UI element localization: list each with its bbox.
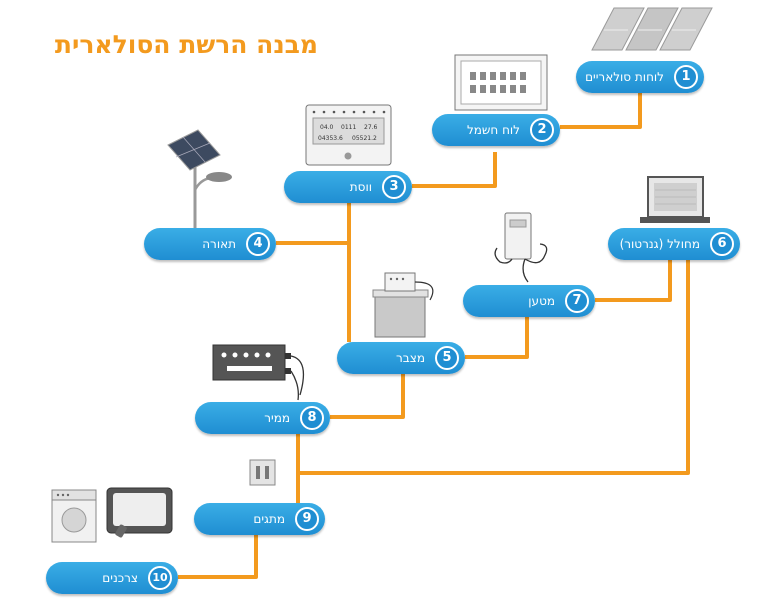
connection-lines (178, 92, 690, 579)
wall-switch-icon (249, 459, 276, 486)
node-number: 4 (246, 232, 270, 256)
node-label: צרכנים (102, 571, 138, 585)
node-number: 5 (435, 346, 459, 370)
street-light-icon (167, 129, 232, 232)
node-label: ווסת (349, 180, 372, 194)
node-label: תאורה (202, 237, 236, 251)
meter-value-4: 04353.6 (318, 135, 343, 142)
meter-value-1: 04.0 (320, 124, 334, 131)
solar-panels-icon (591, 7, 713, 51)
battery-icon (372, 272, 434, 338)
node-solar-panels: 1 לוחות סולאריים (576, 61, 704, 93)
node-consumers: 10 צרכנים (46, 562, 178, 594)
electrical-panel-icon (454, 54, 548, 111)
line-solar-to-panel (560, 92, 642, 129)
inverter-icon (212, 344, 305, 401)
node-number: 9 (295, 507, 319, 531)
node-charger: 7 מטען (463, 285, 595, 317)
node-electrical-panel: 2 לוח חשמל (432, 114, 560, 146)
charger-icon (494, 212, 548, 283)
node-switches: 9 מתגים (194, 503, 325, 535)
node-label: מצבר (396, 351, 425, 365)
meter-value-5: 05521.2 (352, 135, 377, 142)
meter-value-3: 27.6 (364, 124, 378, 131)
node-number: 8 (300, 406, 324, 430)
node-label: מחולל (גנרטור) (619, 237, 700, 251)
line-switches-to-consumers (178, 533, 258, 579)
meter-value-2: 0111 (341, 124, 356, 131)
television-icon (106, 487, 173, 538)
node-number: 3 (382, 175, 406, 199)
node-number: 2 (530, 118, 554, 142)
node-generator: 6 מחולל (גנרטור) (608, 228, 740, 260)
line-battery-to-inverter (330, 372, 405, 419)
washing-machine-icon (51, 489, 97, 543)
node-regulator: 3 ווסת (284, 171, 412, 203)
line-charger-to-battery (465, 315, 529, 359)
generator-icon (640, 176, 710, 223)
node-label: ממיר (264, 411, 290, 425)
line-charger-to-generator (595, 259, 672, 302)
node-number: 7 (565, 289, 589, 313)
page-title: מבנה הרשת הסולארית (54, 30, 318, 59)
node-number: 10 (148, 566, 172, 590)
node-battery: 5 מצבר (337, 342, 465, 374)
regulator-meter-icon: 04.0 0111 27.6 04353.6 05521.2 (305, 104, 392, 166)
node-number: 6 (710, 232, 734, 256)
node-label: לוחות סולאריים (585, 70, 664, 84)
node-label: לוח חשמל (466, 123, 520, 137)
node-lighting: 4 תאורה (144, 228, 276, 260)
node-inverter: 8 ממיר (195, 402, 330, 434)
node-label: מתגים (253, 512, 285, 526)
line-panel-to-regulator (412, 152, 497, 188)
node-number: 1 (674, 65, 698, 89)
line-generator-to-bus (298, 260, 690, 475)
node-label: מטען (528, 294, 555, 308)
